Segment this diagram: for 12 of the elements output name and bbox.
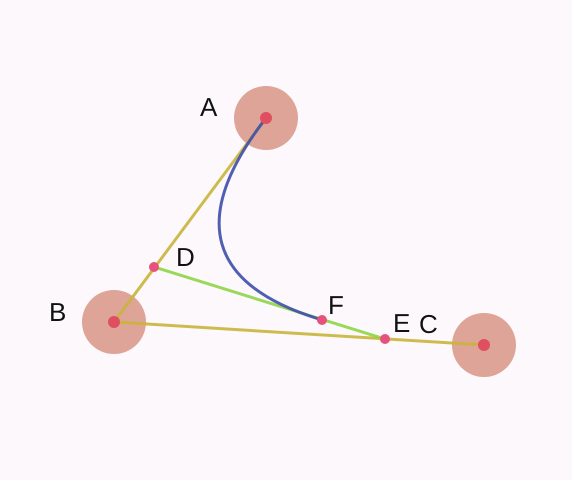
point-label: C bbox=[419, 311, 438, 337]
point-label: E bbox=[393, 310, 410, 336]
point-marker bbox=[317, 315, 327, 325]
point-marker bbox=[149, 262, 159, 272]
point-label: F bbox=[328, 292, 344, 318]
point-label: B bbox=[49, 299, 66, 325]
bezier-curve bbox=[218, 121, 319, 320]
line-segment bbox=[118, 320, 480, 346]
point-label: A bbox=[200, 94, 218, 120]
point-label: D bbox=[176, 244, 195, 270]
point-marker bbox=[380, 334, 390, 344]
line-segment bbox=[157, 267, 382, 339]
